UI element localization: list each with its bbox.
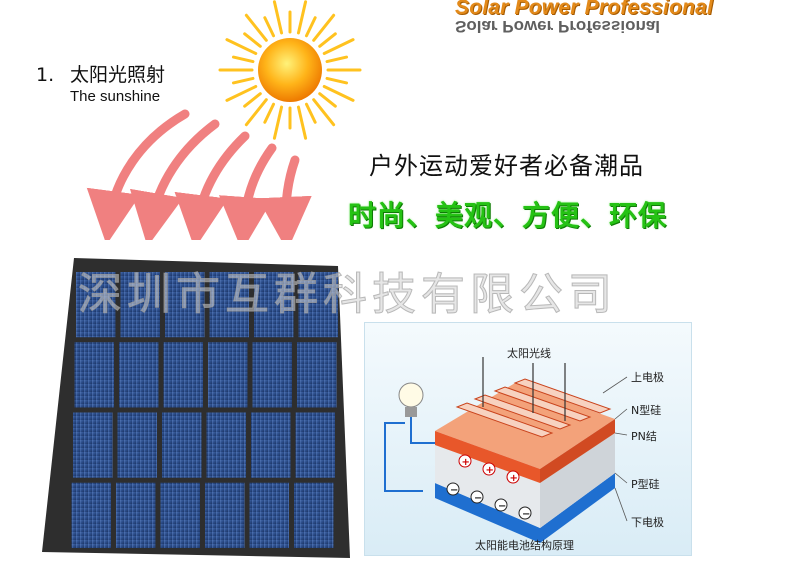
solar-cell (254, 272, 294, 338)
svg-text:+: + (462, 457, 470, 468)
layer-label-bottom-electrode: 下电极 (631, 516, 664, 529)
sun-ray (325, 76, 349, 85)
layer-label-pn-junction: PN结 (631, 430, 657, 443)
diagram-caption: 太阳能电池结构原理 (475, 539, 574, 552)
solar-cell (251, 412, 291, 478)
layer-label-n-silicon: N型硅 (631, 404, 662, 417)
sun-ray (325, 55, 349, 64)
sun-ray (263, 16, 276, 38)
sun-ray (231, 55, 255, 64)
sun-ray (272, 105, 284, 140)
solar-cell (73, 412, 113, 478)
svg-text:+: + (510, 473, 518, 484)
svg-text:−: − (498, 501, 506, 512)
svg-text:−: − (522, 509, 530, 520)
solar-cell (162, 412, 202, 478)
svg-text:−: − (450, 485, 458, 496)
step-title: 1. 太阳光照射 (36, 60, 165, 87)
sun-ray (272, 0, 284, 35)
sun-ray (243, 32, 262, 48)
sun-icon (218, 0, 362, 140)
solar-panel-photo (42, 258, 350, 558)
lightbulb-icon (384, 382, 435, 492)
cell-structure-drawing: + + + − − − − (384, 357, 628, 543)
sun-ray (304, 102, 317, 124)
sun-ray (296, 0, 308, 35)
sun-ray (244, 98, 268, 127)
step-title-text: 太阳光照射 (70, 64, 166, 86)
company-watermark: 深圳市互群科技有限公司 (78, 269, 617, 321)
solar-cell-diagram: + + + − − − − 太阳光线 上电极 N型硅 PN结 P型硅 下电极 太… (364, 322, 692, 556)
sun-ray (322, 84, 355, 102)
slogan-features: 时尚、美观、方便、环保 (348, 199, 668, 232)
solar-cell (160, 482, 200, 548)
solar-cell (74, 342, 114, 408)
sunlight-arrows (86, 109, 312, 240)
sun-ray (243, 92, 262, 108)
sun-ray (244, 13, 268, 42)
solar-cell (163, 342, 203, 408)
layer-label-top-electrode: 上电极 (631, 371, 664, 384)
solar-cell (295, 412, 335, 478)
solar-cell (205, 482, 245, 548)
solar-cell (298, 272, 338, 338)
svg-text:−: − (474, 493, 482, 504)
sun-ray (304, 16, 317, 38)
sun-ray (312, 13, 336, 42)
solar-cell (76, 272, 116, 338)
solar-cell (294, 482, 334, 548)
solar-cell (119, 342, 159, 408)
step-subtitle: The sunshine (70, 88, 161, 105)
svg-text:+: + (486, 465, 494, 476)
sun-ray (263, 102, 276, 124)
sun-ray (231, 76, 255, 85)
solar-cell (117, 412, 157, 478)
solar-cell (208, 342, 248, 408)
sun-ray (225, 84, 258, 102)
solar-cells-grid (71, 272, 338, 548)
solar-cell (297, 342, 337, 408)
sun-ray (318, 32, 337, 48)
brand-title-reflection: Solar Power Professional (455, 17, 661, 36)
sun-ray (318, 92, 337, 108)
sun-ray (322, 38, 355, 56)
brand-title: Solar Power Professional (455, 0, 714, 19)
layer-label-p-silicon: P型硅 (631, 478, 660, 491)
solar-cell (116, 482, 156, 548)
solar-cell (209, 272, 249, 338)
solar-cell (252, 342, 292, 408)
solar-cell (120, 272, 160, 338)
solar-cell (249, 482, 289, 548)
sunlight-label: 太阳光线 (507, 347, 551, 360)
solar-cell (206, 412, 246, 478)
solar-cell (165, 272, 205, 338)
sun-ray (225, 38, 258, 56)
solar-cell (71, 482, 111, 548)
sun-ray (312, 98, 336, 127)
slogan-outdoor: 户外运动爱好者必备潮品 (369, 152, 644, 180)
step-number: 1. (36, 64, 55, 86)
sun-ray (296, 105, 308, 140)
